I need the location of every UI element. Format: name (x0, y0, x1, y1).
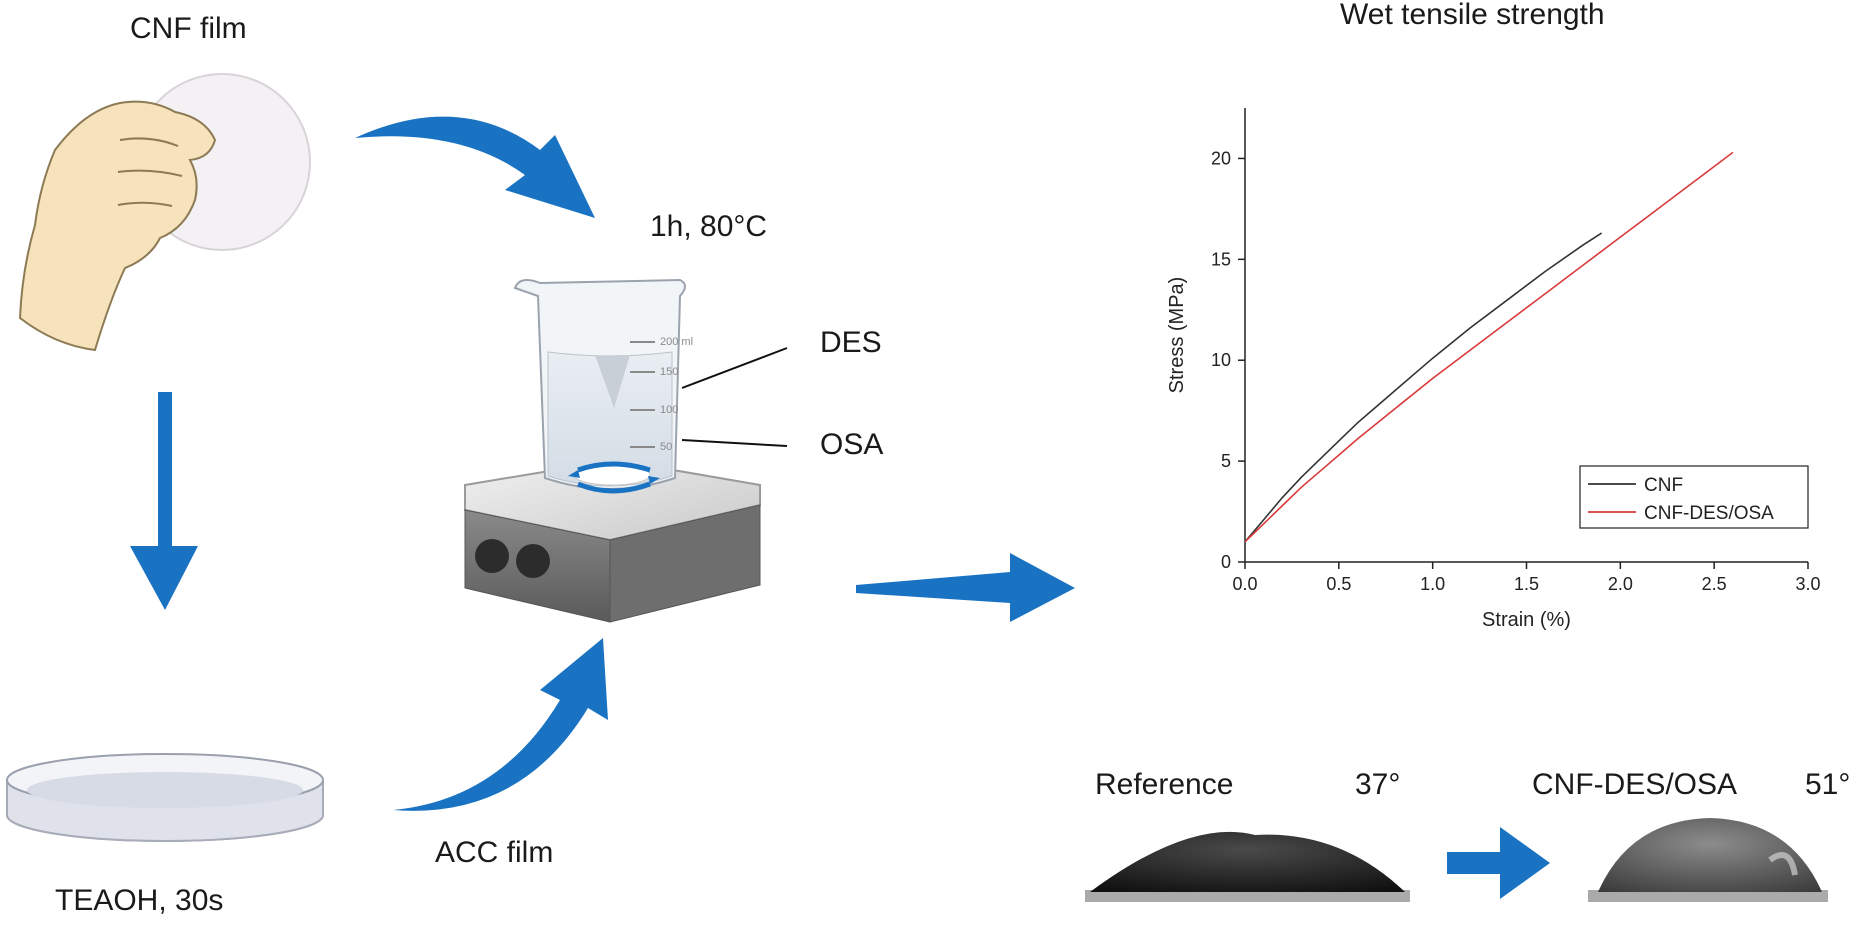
x-tick-label: 0.5 (1326, 574, 1351, 594)
osa-leader-line (681, 439, 788, 447)
y-tick-label: 10 (1211, 350, 1231, 370)
reference-droplet (1085, 831, 1410, 902)
y-tick-label: 15 (1211, 249, 1231, 269)
right-arrow-icon (856, 553, 1075, 622)
x-tick-label: 3.0 (1795, 574, 1820, 594)
conditions-label: 1h, 80°C (650, 210, 768, 243)
down-arrow-icon (130, 392, 198, 610)
contact-angle-arrow-icon (1447, 827, 1550, 899)
volume-marks (630, 341, 655, 448)
petri-dish (6, 753, 324, 842)
series-line-cnf-des-osa (1244, 151, 1734, 543)
mark-150: 150 (660, 366, 678, 378)
teaoh-label: TEAOH, 30s (55, 884, 224, 917)
x-axis-title: Strain (%) (1482, 609, 1571, 631)
des-leader-line (681, 347, 788, 389)
x-tick-label: 2.5 (1702, 574, 1727, 594)
curved-arrow-top-icon (355, 116, 595, 218)
legend-label: CNF-DES/OSA (1644, 503, 1774, 524)
acc-film-label: ACC film (435, 836, 554, 869)
y-tick-label: 5 (1221, 451, 1231, 471)
series-line-cnf (1244, 232, 1603, 543)
reference-angle: 37° (1355, 768, 1401, 801)
mark-50: 50 (660, 441, 672, 453)
mark-100: 100 (660, 404, 678, 416)
y-tick-label: 20 (1211, 148, 1231, 168)
y-axis-title: Stress (MPa) (1166, 277, 1188, 394)
hand-icon (18, 100, 217, 352)
beaker: 200 ml 150 100 50 (513, 278, 693, 494)
osa-label: OSA (820, 428, 884, 461)
x-tick-label: 1.5 (1514, 574, 1539, 594)
treated-label: CNF-DES/OSA (1532, 768, 1738, 801)
mark-200: 200 ml (660, 336, 693, 348)
chart-title: Wet tensile strength (1340, 0, 1605, 31)
chart-legend: CNF CNF-DES/OSA (1579, 465, 1809, 529)
treated-angle: 51° (1805, 768, 1851, 801)
curved-arrow-bottom-icon (393, 638, 608, 811)
x-tick-label: 0.0 (1232, 574, 1257, 594)
des-label: DES (820, 326, 882, 359)
y-tick-label: 0 (1221, 552, 1231, 572)
process-arrows (130, 116, 1550, 899)
x-tick-label: 2.0 (1608, 574, 1633, 594)
magnetic-stirrer (464, 458, 761, 623)
cnf-film-label: CNF film (130, 12, 247, 45)
chart-lines (1244, 151, 1734, 543)
legend-box (1579, 465, 1809, 529)
treated-droplet (1588, 818, 1828, 902)
legend-label: CNF (1644, 475, 1683, 496)
x-tick-label: 1.0 (1420, 574, 1445, 594)
reference-label: Reference (1095, 768, 1234, 801)
